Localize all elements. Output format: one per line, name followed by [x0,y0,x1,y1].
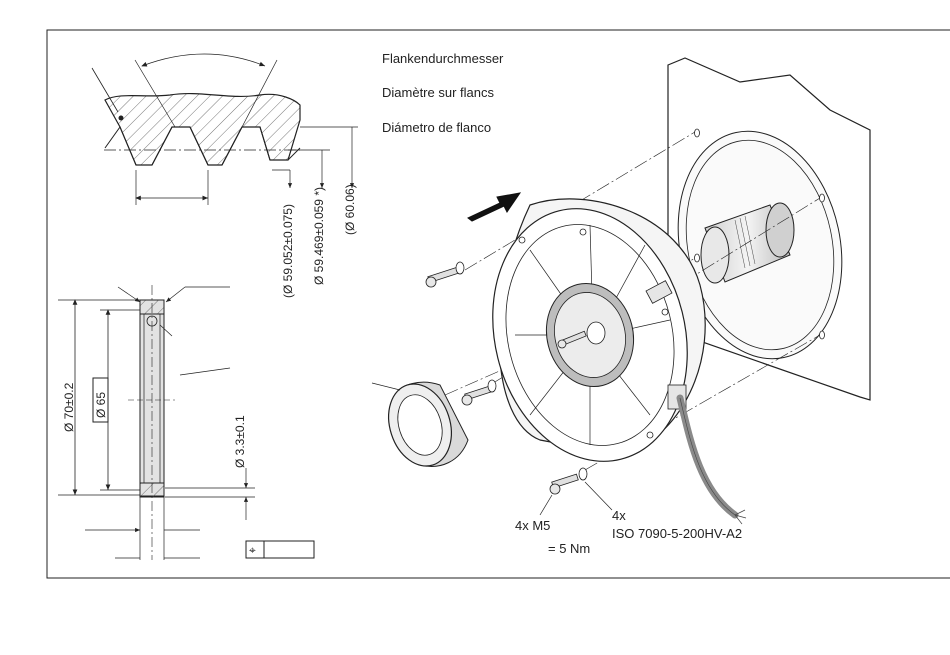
thread-profile-detail [92,54,358,205]
screw-lower [550,468,587,494]
washer-spec-label: ISO 7090-5-200HV-A2 [612,526,742,541]
dim-65-label: Ø 65 [94,392,108,418]
position-tolerance-frame [246,541,314,558]
dim-33-label: Ø 3.3±0.1 [233,415,247,468]
screw-count-label: 4x M5 [515,518,550,533]
dim-6006-label: (Ø 60.06) [343,184,357,235]
torque-label: = 5 Nm [548,541,590,556]
clamping-ring [372,376,468,474]
flank-diameter-de: Flankendurchmesser [382,51,504,66]
screw-middle [462,380,496,405]
flank-diameter-es: Diámetro de flanco [382,120,491,135]
dim-59052-label: (Ø 59.052±0.075) [281,204,295,298]
encoder-cable [680,398,735,515]
dim-59469-label: Ø 59.469±0.059 *) [312,187,326,285]
flank-diameter-fr: Diamètre sur flancs [382,85,494,100]
washer-count-label: 4x [612,508,626,523]
mounting-direction-arrow [468,193,520,221]
dim-70-label: Ø 70±0.2 [62,382,76,432]
screw-upper [426,262,464,287]
position-symbol: ⌖ [249,543,256,557]
